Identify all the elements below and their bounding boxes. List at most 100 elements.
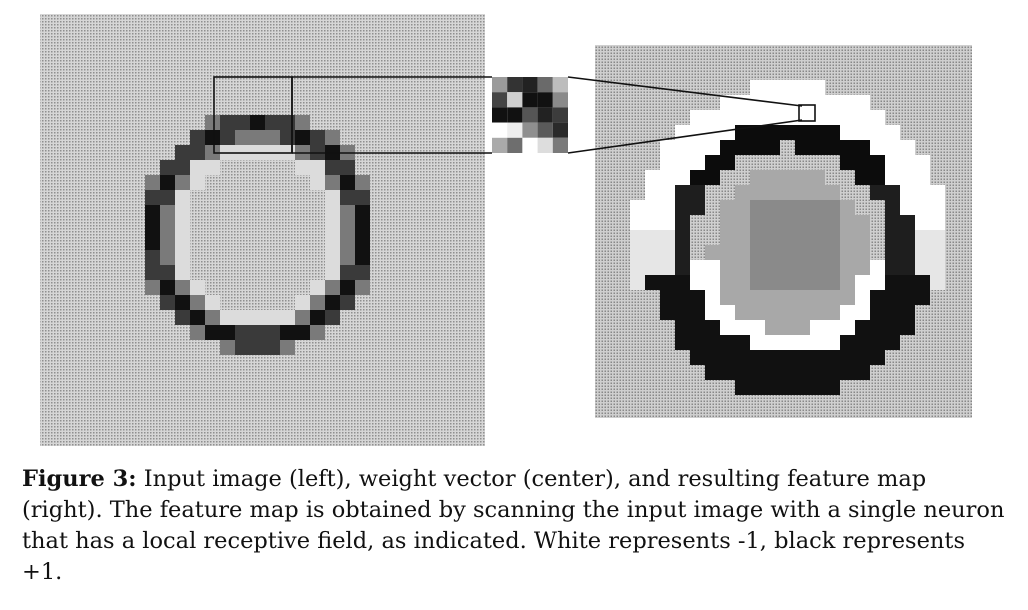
pixel-cell [537,137,553,153]
pixel-cell [900,170,915,185]
pixel-cell [705,245,720,260]
pixel-cell [690,260,705,275]
input-image-panel [40,14,485,446]
pixel-cell [537,122,553,138]
pixel-cell [810,200,825,215]
pixel-cell [810,305,825,320]
pixel-cell [537,77,553,93]
pixel-cell [175,175,190,190]
pixel-cell [795,350,810,365]
pixel-cell [552,122,568,138]
pixel-cell [675,260,690,275]
pixel-cell [885,155,900,170]
pixel-cell [855,260,870,275]
pixel-cell [340,235,355,250]
pixel-cell [645,185,660,200]
pixel-cell [885,185,900,200]
pixel-cell [690,155,705,170]
pixel-cell [765,230,780,245]
pixel-cell [660,305,675,320]
pixel-cell [885,230,900,245]
pixel-cell [690,335,705,350]
pixel-cell [795,185,810,200]
pixel-cell [160,175,175,190]
pixel-cell [870,110,885,125]
pixel-cell [930,275,945,290]
pixel-cell [675,170,690,185]
pixel-cell [765,305,780,320]
pixel-cell [855,95,870,110]
pixel-cell [160,280,175,295]
pixel-cell [780,305,795,320]
pixel-cell [145,190,160,205]
pixel-cell [660,155,675,170]
pixel-cell [705,275,720,290]
pixel-cell [825,95,840,110]
pixel-cell [645,275,660,290]
pixel-cell [885,200,900,215]
pixel-cell [750,230,765,245]
pixel-cell [205,115,220,130]
pixel-cell [765,140,780,155]
pixel-cell [705,140,720,155]
pixel-cell [780,380,795,395]
pixel-cell [295,295,310,310]
pixel-cell [900,305,915,320]
pixel-cell [492,92,508,108]
pixel-cell [250,325,265,340]
pixel-cell [765,380,780,395]
pixel-cell [720,290,735,305]
pixel-cell [735,245,750,260]
pixel-cell [840,305,855,320]
pixel-cell [840,140,855,155]
pixel-cell [810,95,825,110]
pixel-cell [720,230,735,245]
pixel-cell [840,110,855,125]
pixel-cell [660,200,675,215]
pixel-cell [825,290,840,305]
pixel-cell [765,110,780,125]
pixel-cell [750,335,765,350]
pixel-cell [885,125,900,140]
pixel-cell [160,160,175,175]
pixel-cell [175,280,190,295]
pixel-cell [175,220,190,235]
pixel-cell [795,110,810,125]
pixel-cell [175,160,190,175]
pixel-cell [720,260,735,275]
pixel-cell [205,325,220,340]
pixel-cell [705,110,720,125]
pixel-cell [705,305,720,320]
pixel-cell [190,160,205,175]
pixel-cell [660,140,675,155]
pixel-cell [915,200,930,215]
pixel-cell [870,170,885,185]
pixel-cell [765,320,780,335]
pixel-cell [855,350,870,365]
pixel-cell [810,215,825,230]
pixel-cell [492,137,508,153]
pixel-cell [265,130,280,145]
pixel-cell [780,215,795,230]
pixel-cell [870,320,885,335]
pixel-cell [705,155,720,170]
pixel-cell [885,140,900,155]
pixel-cell [645,245,660,260]
pixel-cell [175,235,190,250]
pixel-cell [705,365,720,380]
pixel-cell [145,205,160,220]
pixel-cell [340,205,355,220]
figure-area [40,14,972,446]
pixel-cell [810,335,825,350]
caption-text: Input image (left), weight vector (cente… [22,466,1005,585]
pixel-cell [720,275,735,290]
pixel-cell [885,275,900,290]
pixel-cell [690,275,705,290]
pixel-cell [915,215,930,230]
pixel-cell [295,160,310,175]
pixel-cell [675,200,690,215]
pixel-cell [870,290,885,305]
pixel-cell [675,215,690,230]
pixel-cell [552,92,568,108]
feature-map-ring [630,80,945,395]
